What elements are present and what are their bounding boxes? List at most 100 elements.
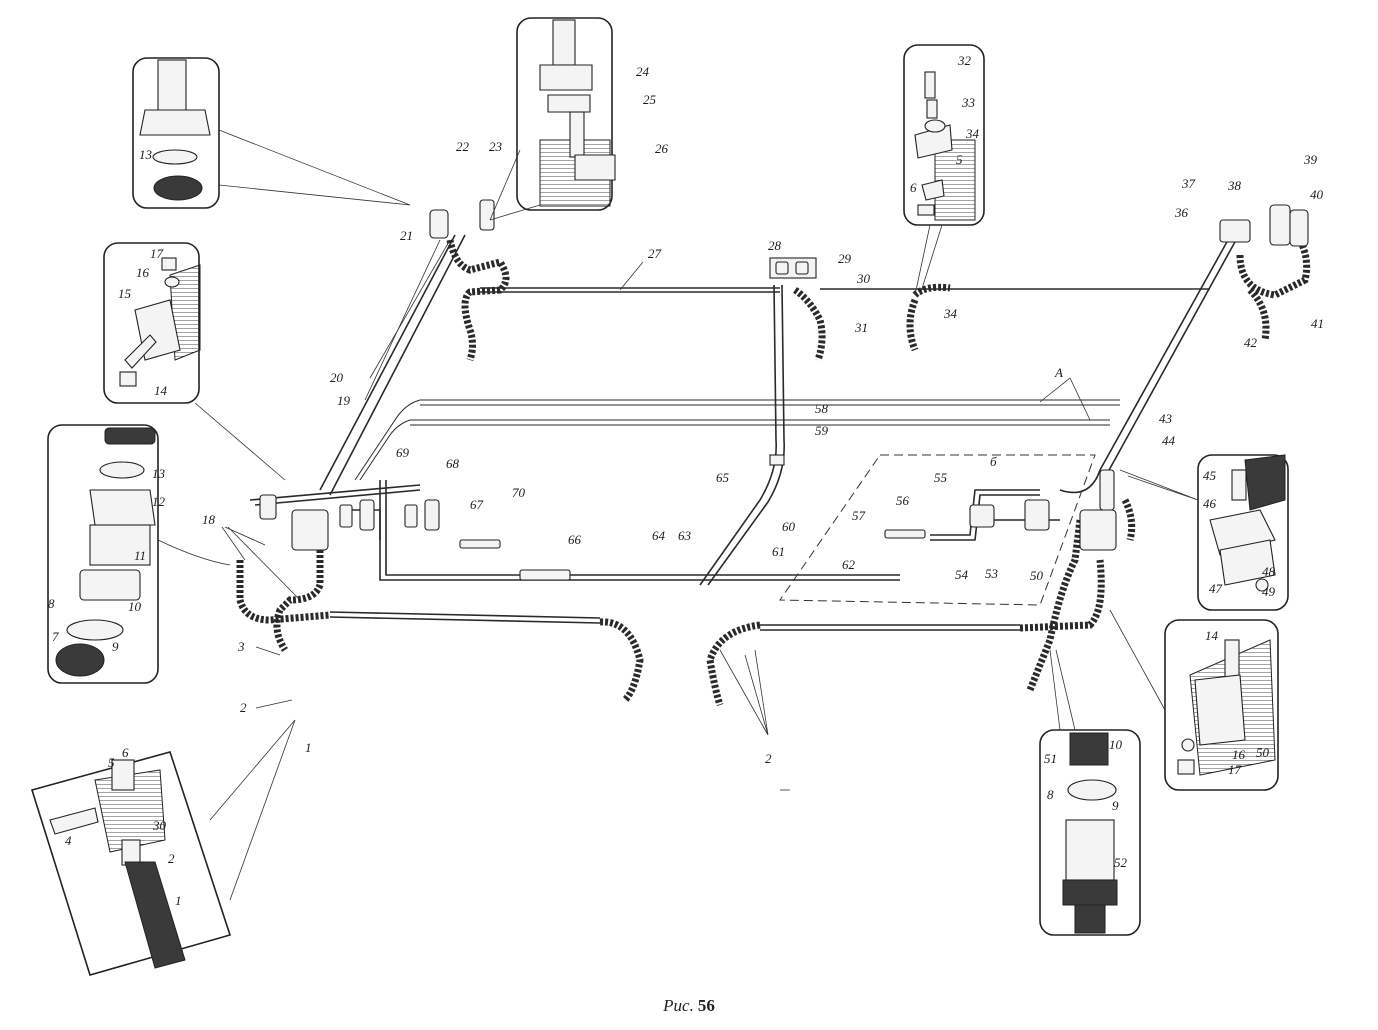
callout-34b: 34 — [943, 306, 958, 321]
callout-2c: 2 — [168, 851, 175, 866]
callout-59: 59 — [815, 423, 829, 438]
callout-16a: 16 — [136, 265, 150, 280]
callout-56: 56 — [896, 493, 910, 508]
callout-6b: 6 — [910, 180, 917, 195]
callout-10a: 10 — [128, 599, 142, 614]
callout-36: 36 — [1174, 205, 1189, 220]
callout-B: б — [990, 454, 997, 469]
callout-13b: 13 — [139, 147, 153, 162]
callout-20: 20 — [330, 370, 344, 385]
callout-50b: 50 — [1256, 745, 1270, 760]
callout-37: 37 — [1181, 176, 1196, 191]
callout-24: 24 — [636, 64, 650, 79]
callout-13a: 13 — [152, 466, 166, 481]
pipe-network — [249, 234, 1237, 631]
callout-55: 55 — [934, 470, 948, 485]
callout-labels: 1 1 2 2 2 3 4 5 5 6 6 7 8 8 9 9 10 10 11… — [48, 53, 1324, 908]
callout-21: 21 — [400, 228, 413, 243]
inset-union-hose — [47, 424, 231, 684]
callout-67: 67 — [470, 497, 484, 512]
callout-57: 57 — [852, 508, 866, 523]
callout-29: 29 — [838, 251, 852, 266]
callout-68: 68 — [446, 456, 460, 471]
callout-4: 4 — [65, 833, 72, 848]
callout-11: 11 — [134, 548, 146, 563]
callout-1b: 1 — [175, 893, 182, 908]
callout-3: 3 — [237, 639, 245, 654]
callout-25: 25 — [643, 92, 657, 107]
callout-32: 32 — [957, 53, 972, 68]
callout-70: 70 — [512, 485, 526, 500]
inset-bracket-right — [1109, 609, 1279, 791]
figure-caption: Рис.56 — [0, 996, 1378, 1016]
callout-14a: 14 — [154, 383, 168, 398]
callout-50a: 50 — [1030, 568, 1044, 583]
callout-45: 45 — [1203, 468, 1217, 483]
callout-64: 64 — [652, 528, 666, 543]
callout-34a: 34 — [965, 126, 980, 141]
caption-number: 56 — [697, 996, 715, 1015]
callout-2a: 2 — [240, 700, 247, 715]
inset-hose-clamp — [1039, 649, 1141, 936]
callout-26: 26 — [655, 141, 669, 156]
callout-23: 23 — [489, 139, 503, 154]
callout-14b: 14 — [1205, 628, 1219, 643]
inset-clamp-right — [1119, 454, 1289, 611]
callout-63: 63 — [678, 528, 692, 543]
callout-9b: 9 — [1112, 798, 1119, 813]
callout-61: 61 — [772, 544, 785, 559]
callout-41: 41 — [1311, 316, 1324, 331]
callout-48: 48 — [1262, 564, 1276, 579]
callout-58: 58 — [815, 401, 829, 416]
callout-5b: 5 — [956, 152, 963, 167]
inset-bracket-top — [903, 44, 985, 296]
inset-clamp-left — [103, 242, 286, 481]
callout-47: 47 — [1209, 581, 1223, 596]
callout-31: 31 — [854, 320, 868, 335]
inset-nut-gasket — [132, 57, 411, 209]
callout-10b: 10 — [1109, 737, 1123, 752]
callout-60: 60 — [782, 519, 796, 534]
callout-2b: 2 — [765, 751, 772, 766]
callout-7: 7 — [52, 629, 59, 644]
callout-53: 53 — [985, 566, 999, 581]
callout-39: 39 — [1303, 152, 1318, 167]
callout-30a: 30 — [856, 271, 871, 286]
callout-17b: 17 — [1228, 762, 1242, 777]
callout-17a: 17 — [150, 246, 164, 261]
callout-69: 69 — [396, 445, 410, 460]
callout-22: 22 — [456, 139, 470, 154]
callout-66: 66 — [568, 532, 582, 547]
callout-42: 42 — [1244, 335, 1258, 350]
caption-label: Рис. — [663, 996, 694, 1015]
callout-30b: 30 — [152, 818, 167, 833]
callout-19: 19 — [337, 393, 351, 408]
callout-A: А — [1054, 365, 1063, 380]
callout-6a: 6 — [122, 745, 129, 760]
callout-40: 40 — [1310, 187, 1324, 202]
callout-leaders — [221, 239, 790, 791]
callout-12: 12 — [152, 494, 166, 509]
callout-9a: 9 — [112, 639, 119, 654]
callout-8b: 8 — [1047, 787, 1054, 802]
callout-27: 27 — [648, 246, 662, 261]
callout-1: 1 — [305, 740, 312, 755]
hoses — [236, 238, 1311, 707]
callout-18: 18 — [202, 512, 216, 527]
callout-51: 51 — [1044, 751, 1057, 766]
callout-8a: 8 — [48, 596, 55, 611]
callout-28: 28 — [768, 238, 782, 253]
callout-49: 49 — [1262, 584, 1276, 599]
inset-hose-bracket — [30, 719, 296, 976]
callout-15: 15 — [118, 286, 132, 301]
callout-5a: 5 — [108, 755, 115, 770]
callout-44: 44 — [1162, 433, 1176, 448]
inset-bolt — [489, 17, 616, 221]
callout-43: 43 — [1159, 411, 1173, 426]
callout-33: 33 — [961, 95, 976, 110]
callout-54: 54 — [955, 567, 969, 582]
callout-65: 65 — [716, 470, 730, 485]
callout-38: 38 — [1227, 178, 1242, 193]
callout-16b: 16 — [1232, 747, 1246, 762]
